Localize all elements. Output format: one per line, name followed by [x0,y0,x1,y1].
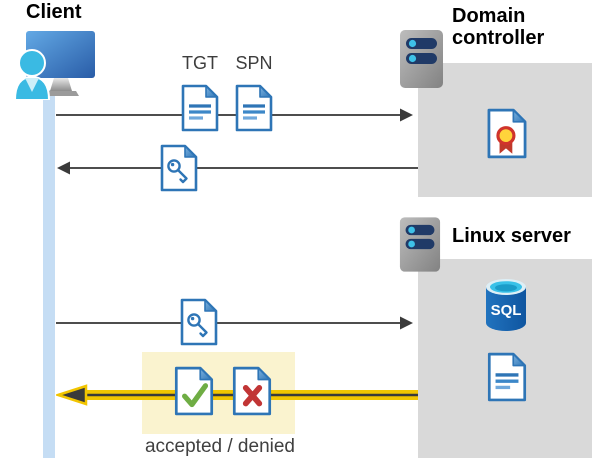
spn-document-icon [235,84,273,132]
tgt-label: TGT [182,53,218,73]
tgt-document-icon [181,84,219,132]
document-certificate-icon [487,108,527,159]
document-cross-denied-icon [232,366,272,416]
arrow-client-to-dc [56,108,413,122]
key-document-icon [180,298,218,346]
arrow-client-to-linux [56,316,413,330]
domain-controller-title: Domain controller [452,5,545,49]
server-tower-icon [399,217,441,272]
keytab-document-icon [487,352,527,402]
document-check-accepted-icon [174,366,214,416]
client-title: Client [26,1,82,23]
result-label: accepted / denied [144,436,295,457]
key-document-icon [160,144,198,192]
client-workstation-icon [13,31,95,100]
arrow-dc-to-client [57,161,418,175]
spn-label: SPN [235,53,273,73]
linux-server-title: Linux server [452,225,571,247]
sql-badge-text: SQL [491,302,522,319]
sql-database-cylinder-icon: SQL [486,279,526,331]
server-tower-icon [400,30,443,88]
client-lifeline [43,90,55,458]
